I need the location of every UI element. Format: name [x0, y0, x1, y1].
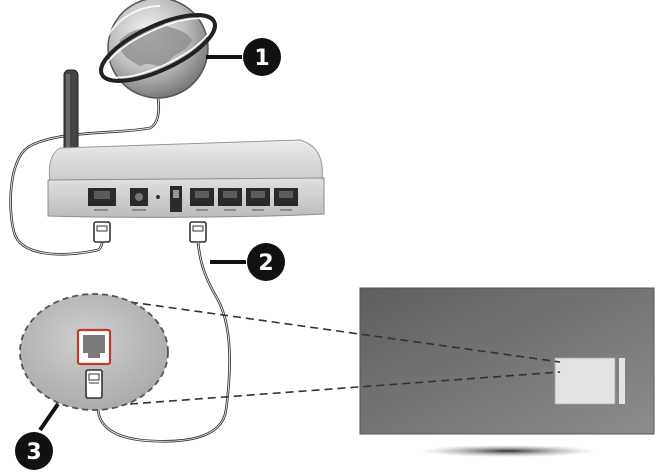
rj45-plug-icon	[85, 369, 103, 399]
router-icon	[47, 69, 325, 218]
callout-1-label: 1	[254, 46, 269, 71]
rj45-plug-icon	[189, 221, 207, 243]
tv-icon	[359, 287, 655, 457]
rj45-plug-icon	[93, 221, 111, 243]
zoom-circle	[19, 293, 169, 411]
callout-2-label: 2	[258, 251, 273, 276]
globe-icon	[99, 0, 217, 99]
callout-1: 1	[206, 38, 281, 76]
callout-3: 3	[15, 402, 60, 470]
callout-3-label: 3	[26, 440, 41, 465]
callout-2: 2	[210, 243, 285, 281]
zoom-lines	[129, 301, 561, 405]
lan-port-icon	[76, 328, 112, 366]
